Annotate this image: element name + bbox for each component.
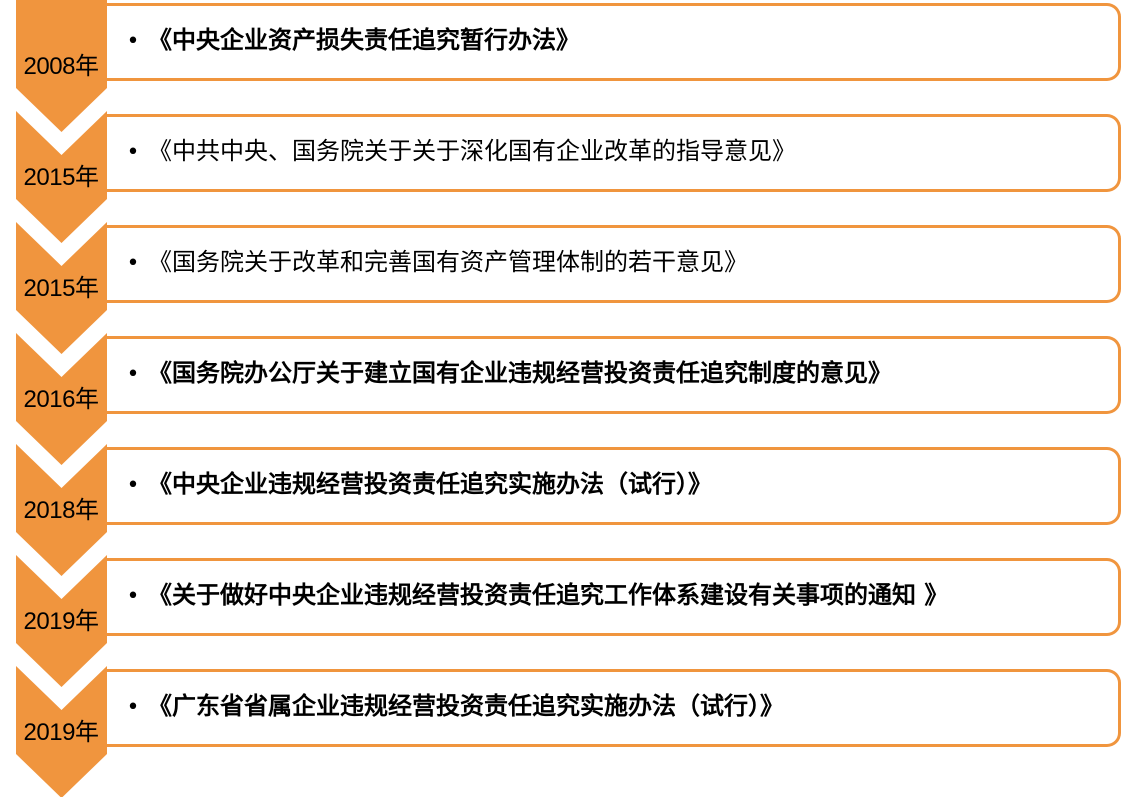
year-label: 2016年 — [23, 386, 99, 413]
policy-box — [107, 3, 1121, 81]
chevron-arrow — [16, 333, 107, 465]
policy-title: 《中央企业违规经营投资责任追究实施办法（试行）》 — [148, 470, 712, 498]
policy-title: 《国务院办公厅关于建立国有企业违规经营投资责任追究制度的意见》 — [148, 359, 892, 387]
bullet-icon: • — [126, 362, 140, 387]
policy-title: 《广东省省属企业违规经营投资责任追究实施办法（试行）》 — [148, 692, 784, 720]
policy-item: • 《国务院办公厅关于建立国有企业违规经营投资责任追究制度的意见》 — [118, 353, 893, 393]
policy-box — [107, 225, 1121, 303]
policy-box — [107, 669, 1121, 747]
bullet-icon: • — [126, 584, 140, 609]
policy-title: 《中共中央、国务院关于关于深化国有企业改革的指导意见》 — [148, 137, 796, 165]
year-label: 2015年 — [23, 275, 99, 302]
policy-box — [107, 447, 1121, 525]
chevron-arrow — [16, 0, 107, 132]
policy-box — [107, 114, 1121, 192]
policy-item: • 《中央企业资产损失责任追究暂行办法》 — [118, 20, 581, 60]
timeline-row-6: 2019年 • 《关于做好中央企业违规经营投资责任追究工作体系建设有关事项的通知 … — [0, 555, 1140, 645]
timeline-row-3: 2015年 • 《国务院关于改革和完善国有资产管理体制的若干意见》 — [0, 222, 1140, 312]
policy-box — [107, 336, 1121, 414]
policy-title: 《国务院关于改革和完善国有资产管理体制的若干意见》 — [148, 248, 748, 276]
year-label: 2019年 — [23, 608, 99, 635]
year-label: 2019年 — [23, 719, 99, 746]
chevron-arrow — [16, 222, 107, 354]
timeline-row-2: 2015年 • 《中共中央、国务院关于关于深化国有企业改革的指导意见》 — [0, 111, 1140, 201]
bullet-icon: • — [126, 473, 140, 498]
timeline-row-1: 2008年 • 《中央企业资产损失责任追究暂行办法》 — [0, 0, 1140, 90]
chevron-arrow — [16, 666, 107, 797]
timeline-row-7: 2019年 • 《广东省省属企业违规经营投资责任追究实施办法（试行）》 — [0, 666, 1140, 756]
timeline-row-4: 2016年 • 《国务院办公厅关于建立国有企业违规经营投资责任追究制度的意见》 — [0, 333, 1140, 423]
bullet-icon: • — [126, 251, 140, 276]
year-label: 2008年 — [23, 53, 99, 80]
chevron-arrow — [16, 111, 107, 243]
chevron-arrow — [16, 555, 107, 687]
policy-box — [107, 558, 1121, 636]
policy-item: • 《中央企业违规经营投资责任追究实施办法（试行）》 — [118, 464, 713, 504]
bullet-icon: • — [126, 29, 140, 54]
year-label: 2018年 — [23, 497, 99, 524]
bullet-icon: • — [126, 695, 140, 720]
policy-title: 《中央企业资产损失责任追究暂行办法》 — [148, 26, 580, 54]
bullet-icon: • — [126, 140, 140, 165]
policy-item: • 《广东省省属企业违规经营投资责任追究实施办法（试行）》 — [118, 686, 785, 726]
policy-item: • 《关于做好中央企业违规经营投资责任追究工作体系建设有关事项的通知 》 — [118, 575, 949, 615]
policy-title: 《关于做好中央企业违规经营投资责任追究工作体系建设有关事项的通知 》 — [148, 581, 949, 609]
timeline-row-5: 2018年 • 《中央企业违规经营投资责任追究实施办法（试行）》 — [0, 444, 1140, 534]
policy-item: • 《中共中央、国务院关于关于深化国有企业改革的指导意见》 — [118, 131, 797, 171]
chevron-arrow — [16, 444, 107, 576]
year-label: 2015年 — [23, 164, 99, 191]
policy-item: • 《国务院关于改革和完善国有资产管理体制的若干意见》 — [118, 242, 749, 282]
